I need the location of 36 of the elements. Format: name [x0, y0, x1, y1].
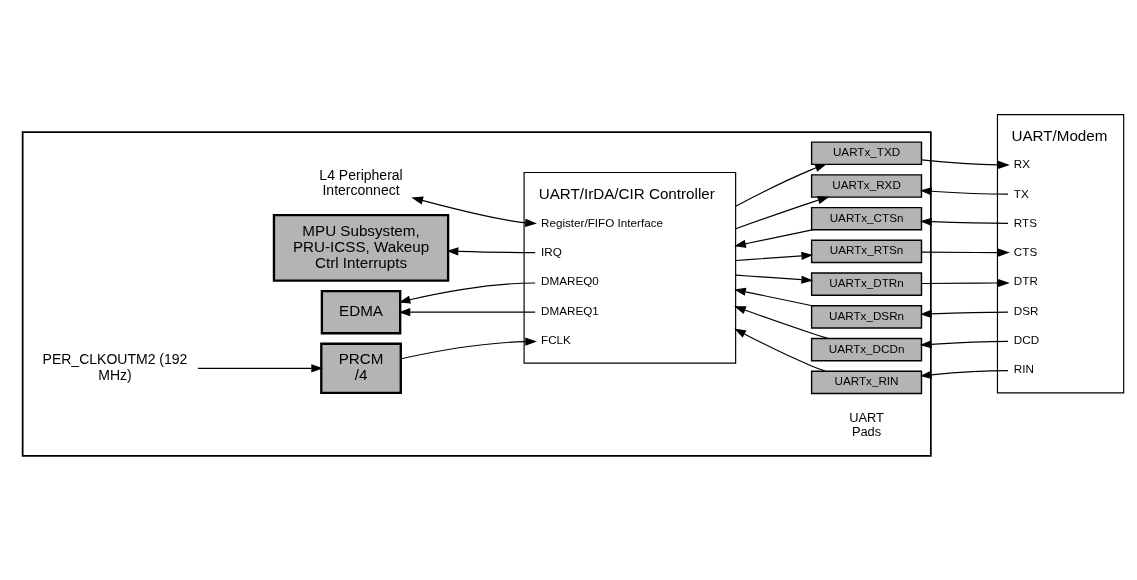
arrow	[411, 196, 537, 227]
label: UART Pads	[849, 409, 884, 439]
node-box: UARTx_RXD	[810, 174, 923, 198]
node-box: UARTx_CTSn	[810, 206, 923, 231]
arrow	[919, 309, 1009, 318]
arrow	[921, 278, 1010, 288]
arrow	[735, 251, 814, 262]
arrow	[921, 159, 1010, 169]
node-text: PER_CLKOUTM2 (192 MHz)	[42, 351, 188, 383]
node-box: UARTx_DTRn	[810, 272, 923, 296]
node-box: MPU Subsystem, PRU-ICSS, Wakeup Ctrl Interrupts	[272, 214, 450, 282]
arrow	[446, 247, 536, 256]
arrow	[398, 282, 536, 304]
node-box: UARTx_RTSn	[810, 239, 923, 264]
node-box: UARTx_DSRn	[810, 305, 923, 329]
arrow	[400, 337, 537, 360]
node-box: UARTx_DCDn	[810, 337, 923, 362]
arrow	[734, 229, 813, 248]
arrow	[734, 287, 813, 307]
arrow	[197, 364, 324, 373]
arrow	[919, 187, 1009, 196]
arrow	[919, 340, 1009, 349]
node-box: UARTx_TXD	[810, 141, 923, 166]
arrow	[921, 248, 1010, 257]
arrow	[398, 308, 536, 317]
arrow	[735, 163, 827, 207]
node-box: UARTx_RIN	[810, 370, 923, 395]
node-box: PRCM /4	[320, 342, 402, 395]
arrow	[735, 196, 830, 230]
arrow	[734, 328, 826, 372]
arrow	[919, 217, 1009, 226]
node-text: L4 Peripheral Interconnect	[319, 166, 403, 198]
node-box: EDMA	[320, 290, 402, 335]
arrow	[919, 370, 1009, 379]
arrow	[734, 306, 829, 339]
arrow	[735, 274, 814, 284]
